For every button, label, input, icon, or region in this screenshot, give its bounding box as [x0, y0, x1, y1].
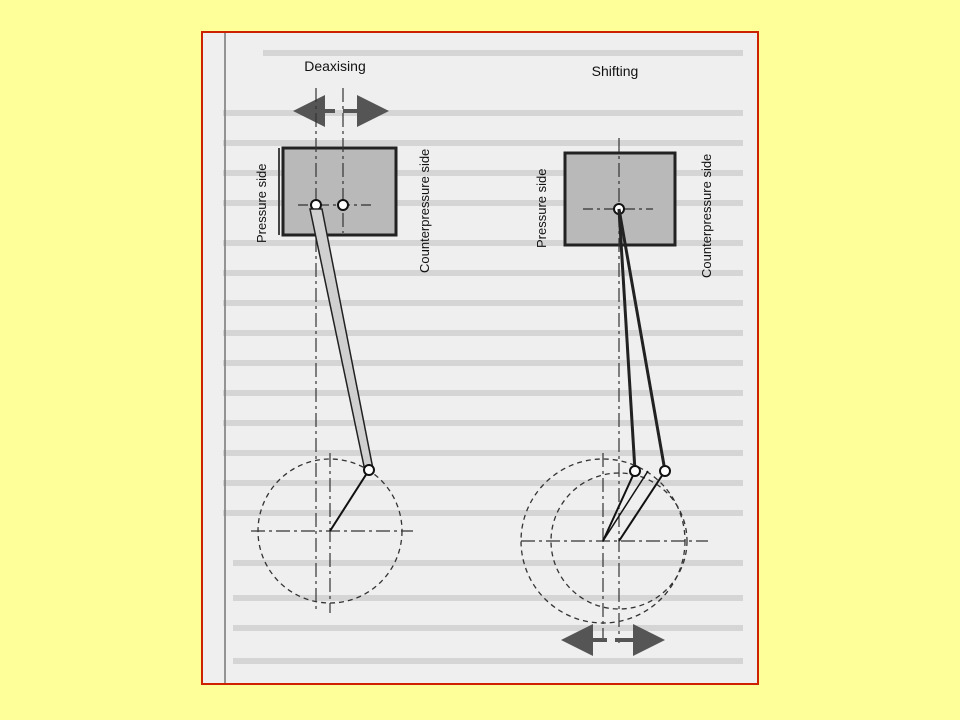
shifting-crank-arm-c — [602, 470, 649, 542]
deaxising-panel: Deaxising Pressure side Cou — [251, 58, 432, 613]
deaxising-connecting-rod — [309, 208, 374, 472]
deaxising-title: Deaxising — [304, 58, 365, 74]
shifting-crankpin-a — [629, 465, 641, 477]
deaxising-pin-offset — [337, 199, 349, 211]
shifting-counterpressure-side-label: Counterpressure side — [699, 154, 714, 278]
deaxising-crankpin — [363, 464, 375, 476]
scanned-figure: Deaxising Pressure side Cou — [201, 31, 759, 685]
deaxising-pressure-side-label: Pressure side — [254, 164, 269, 243]
shifting-title: Shifting — [592, 63, 639, 79]
shifting-crank-arm-b — [618, 470, 666, 542]
shifting-pressure-side-label: Pressure side — [534, 169, 549, 248]
piston-offset-diagram: Deaxising Pressure side Cou — [223, 33, 743, 683]
deaxising-counterpressure-side-label: Counterpressure side — [417, 149, 432, 273]
shifting-rod-a — [617, 208, 637, 472]
shifting-crank-circle-inner — [550, 472, 688, 610]
shifting-panel: Shifting Pr — [520, 63, 714, 656]
background-text-lines — [223, 50, 743, 664]
shifting-crankpin-b — [659, 465, 671, 477]
shifting-rod-b — [617, 208, 667, 472]
shifting-crank-arm-a — [602, 470, 636, 542]
deaxising-piston — [281, 146, 398, 237]
deaxising-crank-arm — [329, 469, 370, 532]
